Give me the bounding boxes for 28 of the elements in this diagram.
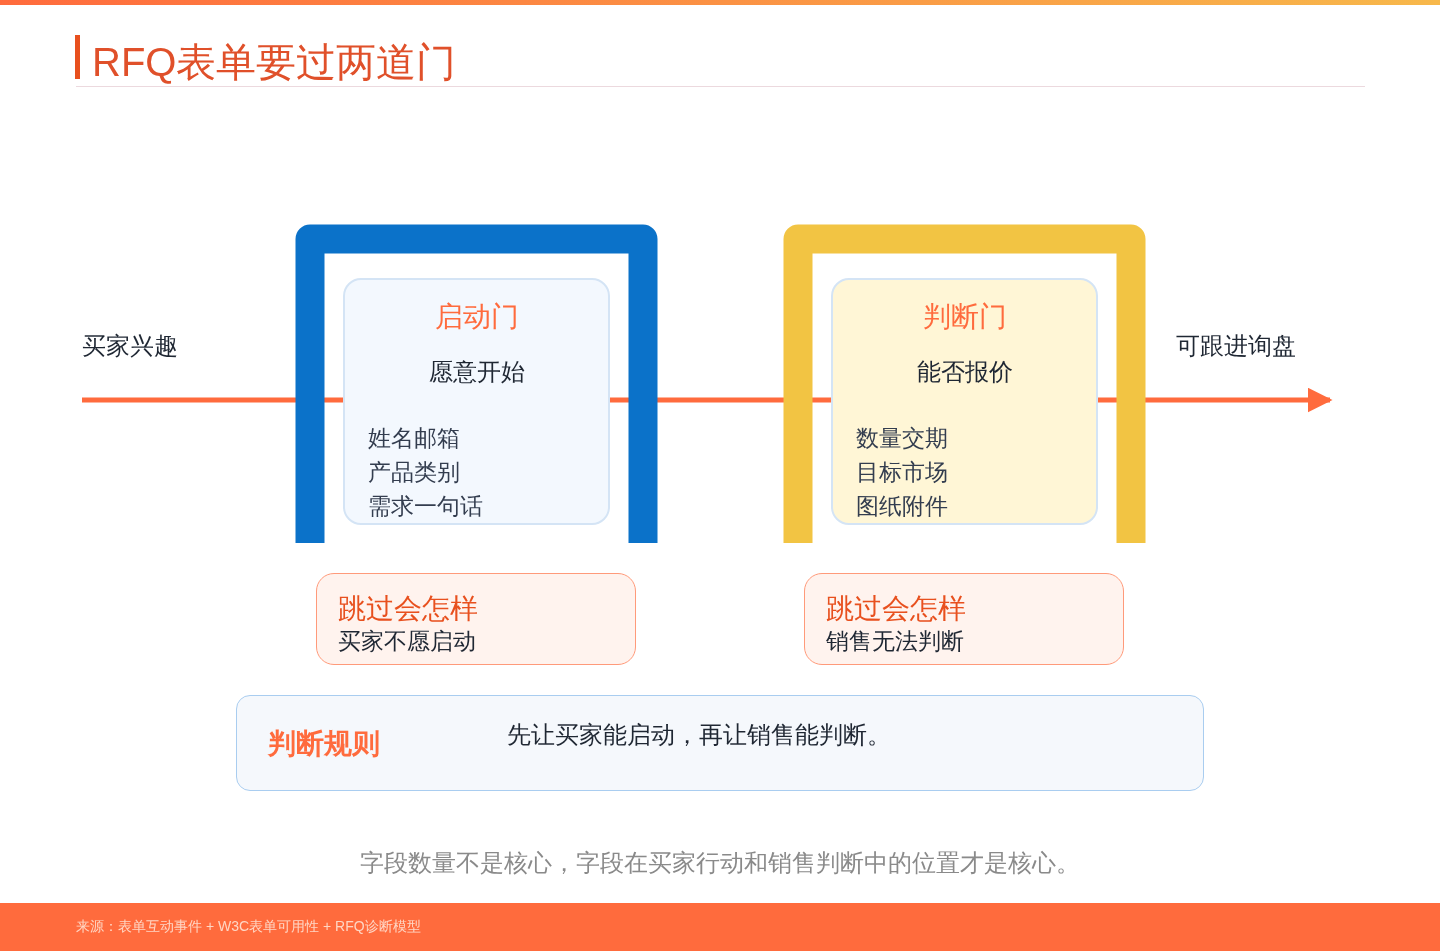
gate-question: 能否报价 (915, 358, 1014, 387)
warning-text: 买家不愿启动 (338, 628, 476, 656)
field-item: 姓名邮箱 (368, 425, 460, 453)
flow-arrow (1098, 387, 1333, 413)
caption: 字段数量不是核心，字段在买家行动和销售判断中的位置才是核心。 (359, 849, 1081, 878)
title: RFQ表单要过两道门 (92, 39, 457, 86)
warning-card (316, 573, 636, 665)
flow-line (82, 397, 343, 403)
gate-card (343, 278, 610, 525)
node-label: 可跟进询盘 (1176, 332, 1296, 361)
field-item: 图纸附件 (856, 493, 948, 521)
rule-text: 先让买家能启动，再让销售能判断。 (507, 721, 891, 750)
gate-title: 判断门 (921, 300, 1008, 334)
gate-question: 愿意开始 (427, 358, 526, 387)
rule-panel (236, 695, 1204, 791)
warning-text: 销售无法判断 (826, 628, 964, 656)
gate-card (831, 278, 1098, 525)
warning-card (804, 573, 1124, 665)
warning-title: 跳过会怎样 (338, 592, 478, 626)
field-item: 数量交期 (856, 425, 948, 453)
rule-heading: 判断规则 (268, 727, 380, 761)
source-note: 来源：表单互动事件 + W3C表单可用性 + RFQ诊断模型 (76, 918, 421, 935)
warning-title: 跳过会怎样 (826, 592, 966, 626)
field-item: 目标市场 (856, 459, 948, 487)
gate-title: 启动门 (433, 300, 520, 334)
field-item: 产品类别 (368, 459, 460, 487)
node-label: 买家兴趣 (82, 332, 178, 361)
field-item: 需求一句话 (368, 493, 483, 521)
